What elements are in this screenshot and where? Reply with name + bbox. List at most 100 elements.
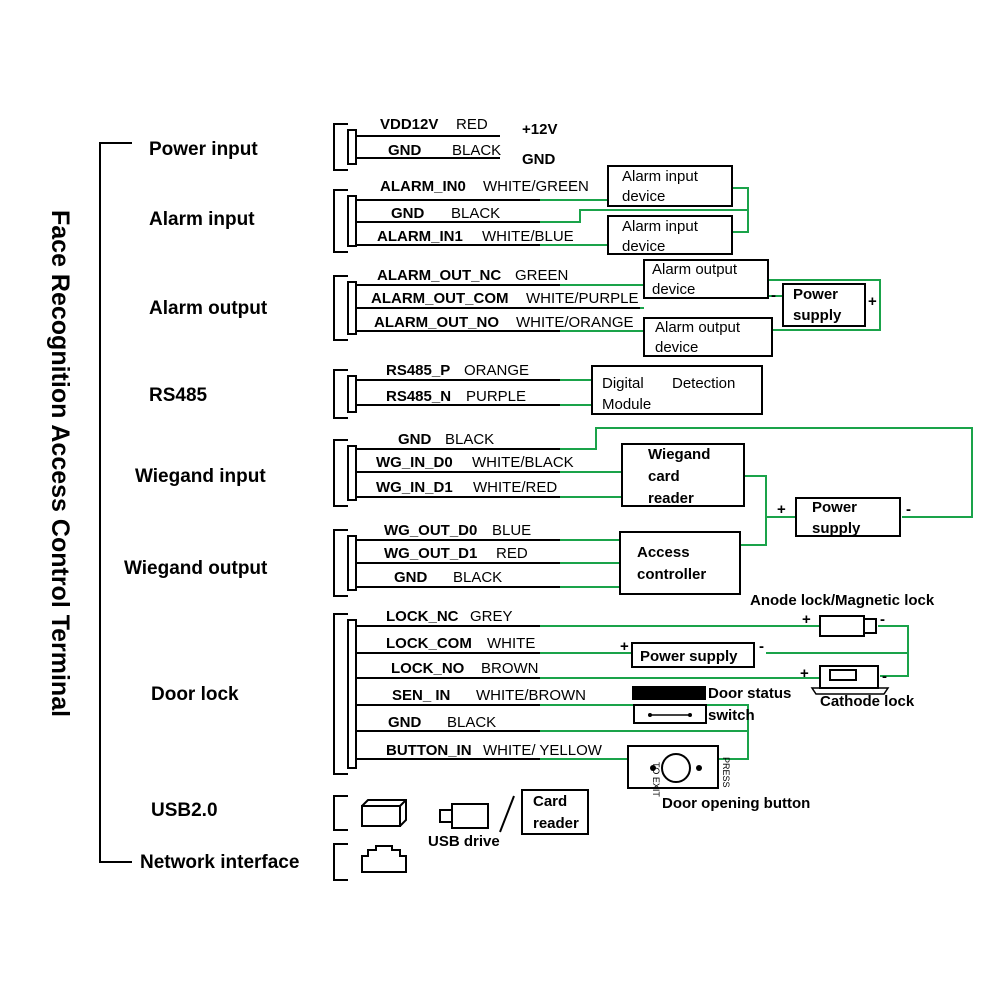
pin-label: RS485_P [386, 362, 450, 379]
minus-sign: - [906, 501, 911, 518]
cathode-lock-label: Cathode lock [820, 693, 915, 710]
device-label: Access [637, 544, 690, 561]
ethernet-port-icon [361, 845, 407, 873]
wire-lines [356, 135, 640, 760]
device-label: Power [812, 499, 857, 516]
card-reader-label: reader [533, 815, 579, 832]
pin-labels: VDD12V RED GND BLACK ALARM_IN0 WHITE/GRE… [371, 116, 639, 759]
pin-label: ALARM_OUT_NC [377, 267, 501, 284]
pin-label: GND [398, 431, 432, 448]
device-label: Alarm input [622, 218, 699, 235]
wire-color-label: GREY [470, 608, 513, 625]
anode-lock-tip [863, 618, 877, 634]
alarm-input-device-1 [607, 165, 733, 207]
card-reader-label: Card [533, 793, 567, 810]
device-label: supply [812, 520, 861, 537]
alarm-power-supply [782, 283, 866, 327]
pin-label: LOCK_NO [391, 660, 465, 677]
pin-label: BUTTON_IN [386, 742, 472, 759]
pin-label: SEN_ IN [392, 687, 450, 704]
wire-color-label: WHITE/GREEN [483, 178, 589, 195]
pin-label: WG_IN_D1 [376, 479, 453, 496]
device-label: device [622, 238, 665, 255]
press-label: PRESS [721, 757, 731, 788]
to-exit-label: TO EXIT [651, 762, 661, 797]
card-reader-box [521, 789, 589, 835]
section-door-lock: Door lock [151, 684, 239, 705]
pin-label: WG_IN_D0 [376, 454, 453, 471]
section-wiegand-output: Wiegand output [124, 558, 268, 579]
separator-slash [499, 795, 515, 833]
gnd-label: GND [522, 151, 556, 168]
pin-label: VDD12V [380, 116, 438, 133]
device-label: device [622, 188, 665, 205]
cathode-lock-icon [810, 665, 890, 695]
pin-label: ALARM_IN1 [377, 228, 463, 245]
wire-color-label: BLUE [492, 522, 531, 539]
device-label: Detection [672, 375, 735, 392]
pin-label: ALARM_OUT_NO [374, 314, 499, 331]
plus-12v-label: +12V [522, 121, 557, 138]
wire-color-label: RED [496, 545, 528, 562]
wiegand-power-supply [795, 497, 901, 537]
anode-lock-icon [819, 615, 865, 637]
device-label: reader [648, 490, 694, 507]
wiegand-card-reader [621, 443, 745, 507]
pin-label: RS485_N [386, 388, 451, 405]
usb-drive-icon [439, 803, 489, 829]
wire-color-label: BLACK [447, 714, 496, 731]
wire-color-label: ORANGE [464, 362, 529, 379]
wire-color-label: WHITE/BROWN [476, 687, 586, 704]
device-label: Module [602, 396, 651, 413]
device-label: device [652, 281, 695, 298]
section-network: Network interface [140, 852, 299, 873]
main-bracket [99, 142, 132, 863]
pin-label: LOCK_COM [386, 635, 472, 652]
device-label: Power supply [640, 648, 738, 665]
plus-sign: + [868, 293, 877, 310]
pin-label: GND [388, 142, 422, 159]
pin-label: ALARM_IN0 [380, 178, 466, 195]
terminal-title: Face Recognition Access Control Terminal [46, 210, 74, 717]
device-label: Wiegand [648, 446, 710, 463]
device-label: Alarm output [652, 261, 738, 278]
section-rs485: RS485 [149, 385, 208, 406]
pin-label: GND [391, 205, 425, 222]
wire-color-label: WHITE/ YELLOW [483, 742, 603, 759]
green-connections [540, 187, 973, 760]
wire-color-label: PURPLE [466, 388, 526, 405]
access-controller [619, 531, 741, 595]
lock-power-supply [631, 642, 755, 668]
wire-color-label: WHITE/PURPLE [526, 290, 639, 307]
pin-label: WG_OUT_D0 [384, 522, 477, 539]
section-alarm-input: Alarm input [149, 209, 255, 230]
device-label: Digital [602, 375, 644, 392]
minus-sign: - [759, 638, 764, 655]
minus-sign: - [882, 668, 887, 685]
usb-port-icon [361, 799, 407, 827]
anode-lock-label: Anode lock/Magnetic lock [750, 592, 935, 609]
door-opening-button-label: Door opening button [662, 795, 810, 812]
digital-detection-module [591, 365, 763, 415]
wire-color-label: BLACK [453, 569, 502, 586]
minus-sign: - [880, 611, 885, 628]
door-status-switch-icon [632, 686, 707, 724]
plus-sign: + [620, 638, 629, 655]
section-alarm-output: Alarm output [149, 298, 268, 319]
pin-label: WG_OUT_D1 [384, 545, 477, 562]
wire-color-label: BLACK [452, 142, 501, 159]
plus-sign: + [800, 665, 809, 682]
wire-color-label: WHITE/BLUE [482, 228, 574, 245]
alarm-input-device-2 [607, 215, 733, 255]
pin-label: LOCK_NC [386, 608, 459, 625]
wire-color-label: BROWN [481, 660, 539, 677]
alarm-output-device-2 [643, 317, 773, 357]
device-label: Power [793, 286, 838, 303]
wire-color-label: WHITE/ORANGE [516, 314, 634, 331]
plus-sign: + [802, 611, 811, 628]
usb-drive-label: USB drive [428, 833, 500, 850]
alarm-output-device-1 [643, 259, 769, 299]
wire-color-label: GREEN [515, 267, 568, 284]
wire-color-label: BLACK [451, 205, 500, 222]
